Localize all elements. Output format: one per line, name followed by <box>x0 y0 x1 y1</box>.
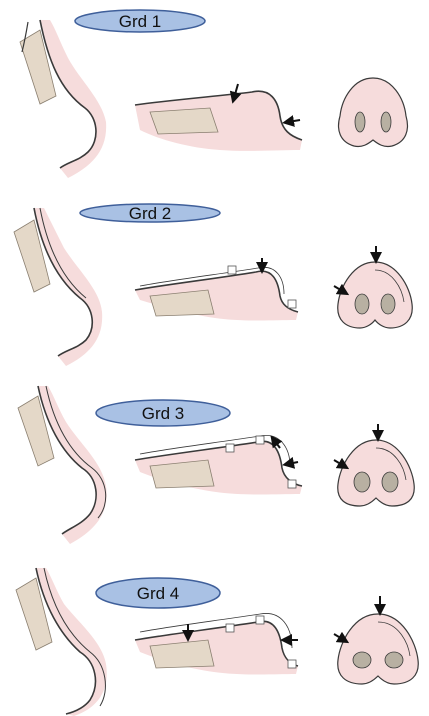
grade-3-lateral-view <box>135 435 302 494</box>
grade-2-label-text: Grd 2 <box>129 204 172 223</box>
grade-3-label-text: Grd 3 <box>142 404 185 423</box>
grade-2-profile-view <box>14 208 102 366</box>
grade-2-label: Grd 2 <box>80 204 220 223</box>
grade-4-label: Grd 4 <box>96 578 220 608</box>
grade-1-lateral-view <box>135 84 302 151</box>
grade-3-panel: Grd 3 <box>18 386 414 544</box>
grade-3-profile-view <box>18 386 107 544</box>
grade-3-label: Grd 3 <box>96 400 230 426</box>
grade-4-panel: Grd 4 <box>16 568 418 716</box>
grade-2-lateral-view <box>135 258 298 321</box>
grade-1-label: Grd 1 <box>75 10 205 32</box>
grade-4-label-text: Grd 4 <box>137 584 180 603</box>
grade-4-lateral-view <box>135 613 298 674</box>
grade-2-base-view <box>334 246 412 328</box>
grade-2-panel: Grd 2 <box>14 204 412 366</box>
grade-1-profile-view <box>20 20 106 178</box>
grade-1-base-view <box>339 78 408 147</box>
grade-1-panel: Grd 1 <box>20 10 407 178</box>
grade-4-base-view <box>334 596 418 684</box>
grade-3-base-view <box>334 424 414 506</box>
grade-1-label-text: Grd 1 <box>119 12 162 31</box>
grade-4-profile-view <box>16 568 107 716</box>
